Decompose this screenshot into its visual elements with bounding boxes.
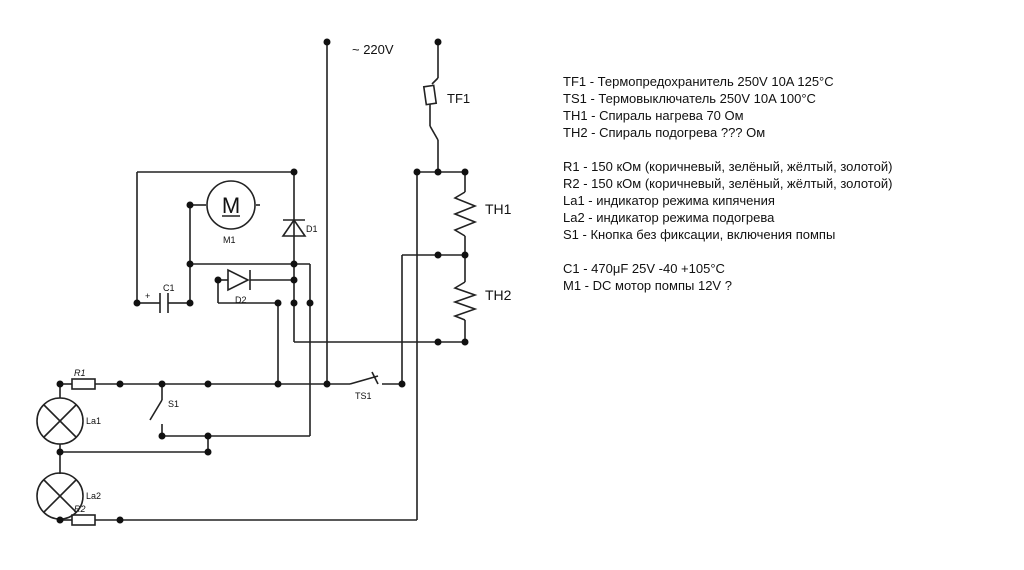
- s1-label: S1: [168, 399, 179, 409]
- switch-s1: [149, 399, 163, 436]
- legend-row: TF1 - Термопредохранитель 250V 10A 125°C: [563, 74, 834, 89]
- th1-label: TH1: [485, 201, 512, 217]
- component-legend: TF1 - Термопредохранитель 250V 10A 125°C…: [563, 73, 892, 294]
- diode-d2: [227, 268, 251, 292]
- legend-row: S1 - Кнопка без фиксации, включения помп…: [563, 227, 836, 242]
- legend-row: R2 - 150 кОм (коричневый, зелёный, жёлты…: [563, 176, 893, 191]
- legend-spacer: [563, 141, 892, 158]
- resistor-r1: [71, 378, 96, 390]
- bottom-wiring: [59, 383, 417, 521]
- th1-coil: [452, 191, 478, 237]
- legend-row: C1 - 470μF 25V -40 +105°C: [563, 261, 725, 276]
- lamp-la1: [36, 397, 84, 445]
- supply-label: ~ 220V: [352, 42, 394, 57]
- diode-d1: [281, 218, 307, 237]
- legend-row: TH2 - Спираль подогрева ??? Ом: [563, 125, 766, 140]
- la2-label: La2: [86, 491, 101, 501]
- motor-symbol: M: [222, 193, 240, 218]
- capacitor-c1: [150, 293, 178, 313]
- r1-label: R1: [74, 368, 86, 378]
- resistor-r2: [71, 514, 96, 526]
- th2-coil: [452, 281, 478, 321]
- legend-row: M1 - DC мотор помпы 12V ?: [563, 278, 732, 293]
- th2-label: TH2: [485, 287, 512, 303]
- heater-wiring: [294, 171, 466, 520]
- tf1-label: TF1: [447, 91, 470, 106]
- d1-label: D1: [306, 224, 318, 234]
- c1-label: C1: [163, 283, 175, 293]
- legend-row: La1 - индикатор режима кипячения: [563, 193, 775, 208]
- junction-dots: [56, 38, 469, 524]
- legend-row: TS1 - Термовыключатель 250V 10A 100°C: [563, 91, 816, 106]
- thermal-fuse-tf1: [422, 77, 439, 172]
- legend-row: TH1 - Спираль нагрева 70 Ом: [563, 108, 744, 123]
- legend-row: La2 - индикатор режима подогрева: [563, 210, 775, 225]
- ts1-label: TS1: [355, 391, 372, 401]
- motor-m1: [206, 180, 256, 230]
- m1-label: M1: [223, 235, 236, 245]
- lamp-la2: [36, 472, 84, 520]
- d2-label: D2: [235, 295, 247, 305]
- supply-rails: [326, 40, 439, 384]
- legend-spacer: [563, 243, 892, 260]
- thermostat-ts1: [349, 371, 379, 385]
- c1-plus-label: +: [145, 291, 150, 301]
- motor-loop-wiring: [136, 171, 311, 436]
- legend-row: R1 - 150 кОм (коричневый, зелёный, жёлты…: [563, 159, 893, 174]
- la1-label: La1: [86, 416, 101, 426]
